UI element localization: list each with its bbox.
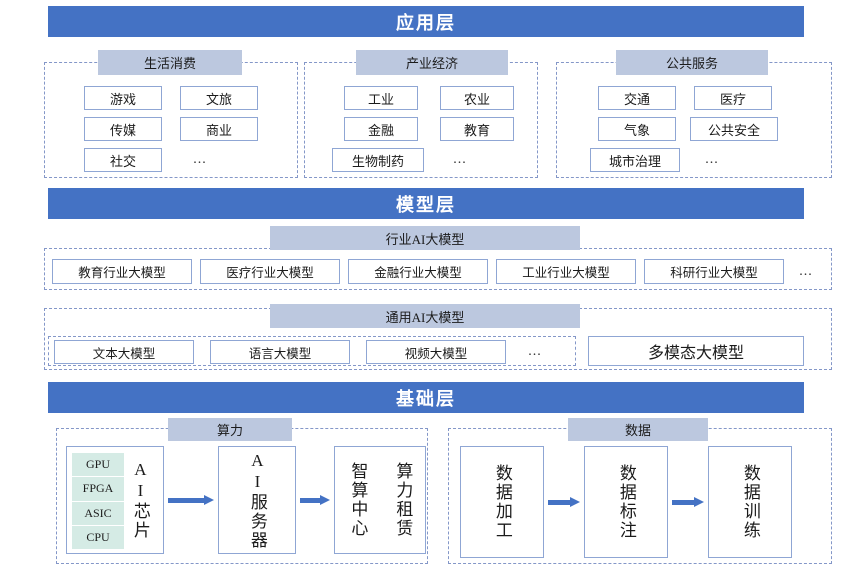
general-model-more[interactable]: ... — [528, 344, 542, 359]
ai-chip-box[interactable]: GPU FPGA ASIC CPU AI芯片 — [66, 446, 164, 554]
accelerator-gpu: GPU — [72, 453, 124, 478]
layer-title-application: 应用层 — [48, 6, 804, 37]
flow-arrow-process-to-label — [548, 497, 580, 507]
app-item[interactable]: 金融 — [344, 117, 418, 141]
data-step-box[interactable]: 数据标注 — [584, 446, 668, 558]
app-item[interactable]: 气象 — [598, 117, 676, 141]
app-item[interactable]: 交通 — [598, 86, 676, 110]
industry-model-item[interactable]: 医疗行业大模型 — [200, 259, 340, 284]
industry-model-group-label: 行业AI大模型 — [270, 226, 580, 250]
compute-leasing-label: 算力租赁 — [393, 462, 413, 538]
ai-chip-label: AI芯片 — [130, 460, 150, 540]
app-group-more[interactable]: ... — [705, 152, 719, 167]
app-item[interactable]: 社交 — [84, 148, 162, 172]
data-step-box[interactable]: 数据训练 — [708, 446, 792, 558]
general-model-group-label: 通用AI大模型 — [270, 304, 580, 328]
layer-title-model: 模型层 — [48, 188, 804, 219]
ai-server-box[interactable]: AI服务器 — [218, 446, 296, 554]
industry-model-item[interactable]: 金融行业大模型 — [348, 259, 488, 284]
accelerator-asic: ASIC — [72, 502, 124, 526]
general-model-item[interactable]: 文本大模型 — [54, 340, 194, 364]
app-group-label-consumer: 生活消费 — [98, 50, 242, 75]
data-step-box[interactable]: 数据加工 — [460, 446, 544, 558]
app-item[interactable]: 公共安全 — [690, 117, 778, 141]
flow-arrow-label-to-training — [672, 497, 704, 507]
app-item[interactable]: 文旅 — [180, 86, 258, 110]
app-group-more[interactable]: ... — [193, 152, 207, 167]
industry-model-more[interactable]: ... — [799, 263, 813, 279]
data-group-label: 数据 — [568, 418, 708, 441]
accelerator-stack: GPU FPGA ASIC CPU — [72, 453, 124, 549]
app-item[interactable]: 传媒 — [84, 117, 162, 141]
app-item[interactable]: 工业 — [344, 86, 418, 110]
app-item[interactable]: 农业 — [440, 86, 514, 110]
app-item[interactable]: 城市治理 — [590, 148, 680, 172]
app-group-more[interactable]: ... — [453, 152, 467, 167]
accelerator-cpu: CPU — [86, 529, 110, 544]
general-model-item[interactable]: 语言大模型 — [210, 340, 350, 364]
app-group-consumer — [44, 62, 298, 178]
industry-model-item[interactable]: 教育行业大模型 — [52, 259, 192, 284]
app-item[interactable]: 医疗 — [694, 86, 772, 110]
app-item[interactable]: 生物制药 — [332, 148, 424, 172]
compute-center-box[interactable]: 智算中心 算力租赁 — [334, 446, 426, 554]
app-group-label-industry: 产业经济 — [356, 50, 508, 75]
flow-arrow-chip-to-server — [168, 495, 214, 505]
flow-arrow-server-to-center — [300, 495, 330, 505]
industry-model-item[interactable]: 工业行业大模型 — [496, 259, 636, 284]
app-item[interactable]: 游戏 — [84, 86, 162, 110]
layer-title-base: 基础层 — [48, 382, 804, 413]
compute-group-label: 算力 — [168, 418, 292, 441]
app-item[interactable]: 商业 — [180, 117, 258, 141]
general-model-item[interactable]: 视频大模型 — [366, 340, 506, 364]
industry-model-item[interactable]: 科研行业大模型 — [644, 259, 784, 284]
multimodal-model-item[interactable]: 多模态大模型 — [588, 336, 804, 366]
app-group-label-public-service: 公共服务 — [616, 50, 768, 75]
compute-center-label: 智算中心 — [348, 462, 368, 538]
accelerator-fpga: FPGA — [72, 477, 124, 502]
app-item[interactable]: 教育 — [440, 117, 514, 141]
